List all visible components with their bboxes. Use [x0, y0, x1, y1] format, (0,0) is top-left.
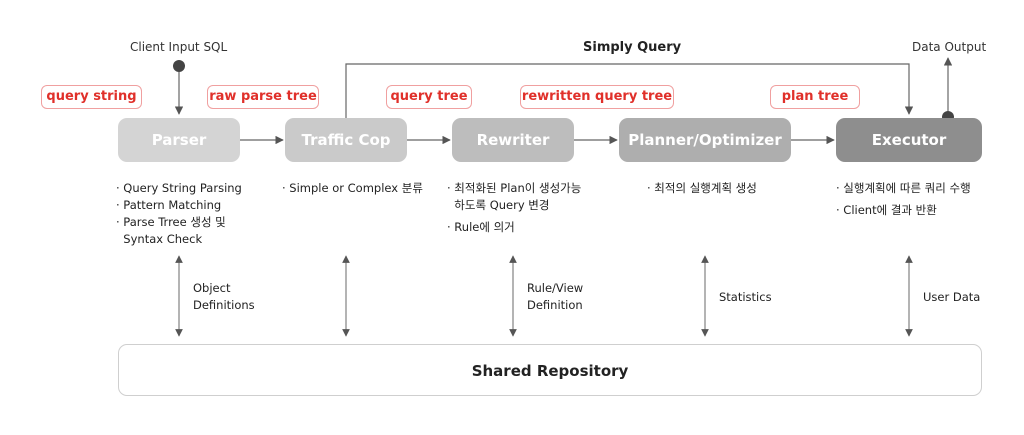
note-line: · Query String Parsing — [116, 181, 242, 195]
stage-traffic-cop: Traffic Cop — [285, 118, 407, 162]
notes-planner: · 최적의 실행계획 생성 — [647, 180, 757, 197]
data-output-label: Data Output — [912, 40, 987, 54]
note-line: · Pattern Matching — [116, 198, 222, 212]
simply-query-path — [345, 63, 914, 118]
shared-repository: Shared Repository — [118, 344, 982, 396]
note-line: · Client에 결과 반환 — [836, 203, 937, 217]
tag-rewritten-query-tree: rewritten query tree — [520, 85, 674, 109]
note-line: · 최적의 실행계획 생성 — [647, 181, 757, 195]
stage-executor: Executor — [836, 118, 982, 162]
relation-line: User Data — [923, 290, 981, 304]
relation-line: Rule/View — [527, 281, 584, 295]
notes-parser: · Query String Parsing · Pattern Matchin… — [116, 180, 242, 248]
simply-query-label: Simply Query — [583, 40, 682, 55]
stage-parser: Parser — [118, 118, 240, 162]
note-line: · Parse Trree 생성 및 — [116, 215, 226, 229]
stage-planner-optimizer: Planner/Optimizer — [619, 118, 791, 162]
tag-query-tree: query tree — [386, 85, 472, 109]
note-line: · 최적화된 Plan이 생성가능 — [447, 181, 582, 195]
note-line: Syntax Check — [116, 232, 203, 246]
relation-user-data: User Data — [923, 289, 980, 306]
note-line: · Simple or Complex 분류 — [282, 181, 423, 195]
notes-traffic-cop: · Simple or Complex 분류 — [282, 180, 423, 197]
notes-executor: · 실행계획에 따른 쿼리 수행 · Client에 결과 반환 — [836, 180, 971, 219]
relation-line: Definitions — [193, 298, 255, 312]
relation-object-definitions: Object Definitions — [193, 280, 255, 314]
tag-query-string: query string — [41, 85, 142, 109]
note-line: 하도록 Query 변경 — [447, 198, 550, 212]
notes-rewriter: · 최적화된 Plan이 생성가능 하도록 Query 변경 · Rule에 의… — [447, 180, 581, 236]
relation-statistics: Statistics — [719, 289, 772, 306]
tag-plan-tree: plan tree — [770, 85, 860, 109]
note-line: · 실행계획에 따른 쿼리 수행 — [836, 181, 971, 195]
relation-line: Definition — [527, 298, 583, 312]
stage-rewriter: Rewriter — [452, 118, 574, 162]
relation-line: Statistics — [719, 290, 772, 304]
tag-raw-parse-tree: raw parse tree — [207, 85, 319, 109]
relation-rule-view-definition: Rule/View Definition — [527, 280, 583, 314]
client-input-node — [173, 60, 185, 72]
relation-line: Object — [193, 281, 231, 295]
client-input-label: Client Input SQL — [130, 40, 228, 54]
note-line: · Rule에 의거 — [447, 220, 515, 234]
